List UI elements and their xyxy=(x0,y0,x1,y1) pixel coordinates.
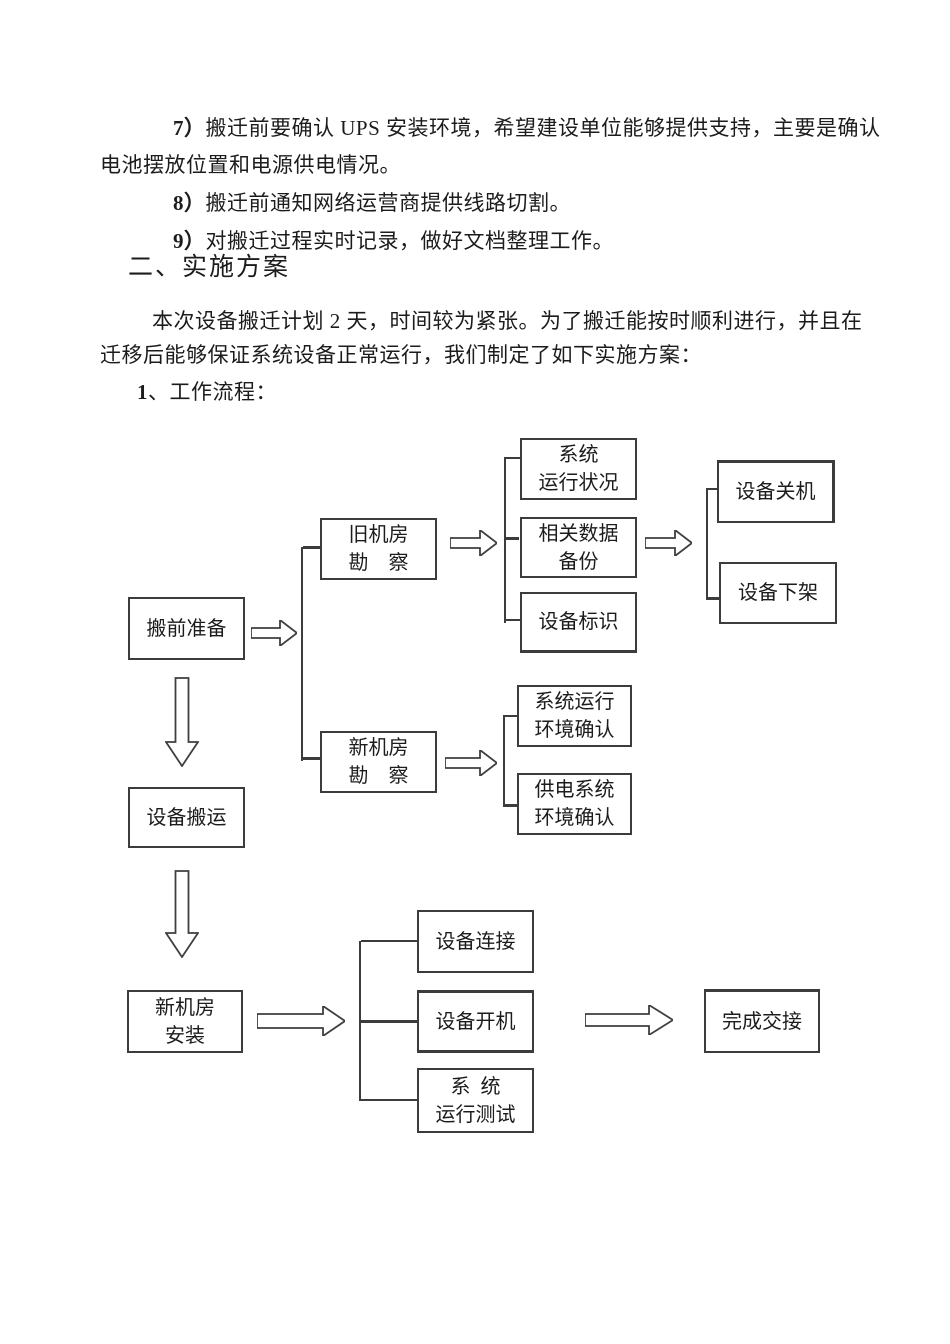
bracket-install-tasks-middle-stub xyxy=(361,1020,417,1023)
arrow-right-icon-old-room-to-tasks xyxy=(450,530,497,556)
section-heading: 二、实施方案 xyxy=(128,254,291,281)
flow-node-power-env-confirm-label-1: 供电系统 xyxy=(534,779,615,801)
arrow-right-icon-install-to-tasks xyxy=(257,1006,345,1036)
bracket-survey-top-stub xyxy=(303,546,320,549)
flow-node-device-connect: 设备连接 xyxy=(417,910,534,973)
list-item-8-text: 搬迁前通知网络运营商提供线路切割。 xyxy=(205,191,571,215)
subsection-number: 1 xyxy=(137,380,148,404)
list-item-7-text: 搬迁前要确认 UPS 安装环境，希望建设单位能够提供支持，主要是确认 xyxy=(205,116,881,140)
bracket-old-room-tasks-middle-stub xyxy=(506,537,519,540)
flow-node-system-status-label-1: 系统 xyxy=(558,444,599,466)
arrow-down-icon-transport-to-install xyxy=(165,870,199,958)
flow-node-survey-old-room-label-1: 旧机房 xyxy=(348,524,409,546)
flow-node-system-run-test: 系 统 运行测试 xyxy=(417,1068,534,1133)
flow-node-device-unrack: 设备下架 xyxy=(719,562,837,624)
flow-node-device-shutdown: 设备关机 xyxy=(717,460,835,523)
list-item-9-number: 9） xyxy=(173,229,206,253)
list-item-7-number: 7） xyxy=(173,116,206,140)
flow-node-new-room-install-label-1: 新机房 xyxy=(155,996,215,1019)
bracket-old-room-tasks-vertical-line xyxy=(504,457,506,623)
flow-node-system-status: 系统 运行状况 xyxy=(520,438,637,500)
flow-node-data-backup-label-2: 备份 xyxy=(558,550,599,573)
arrow-right-icon-prepare-to-survey xyxy=(251,620,297,646)
flow-node-device-unrack-label: 设备下架 xyxy=(738,582,818,604)
flow-node-power-env-confirm: 供电系统 环境确认 xyxy=(517,773,632,835)
flow-node-handover-complete: 完成交接 xyxy=(704,989,820,1053)
bracket-shutdown-unrack-top-stub xyxy=(708,488,717,490)
arrow-right-icon-to-handover xyxy=(585,1005,673,1035)
list-item-9: 9）对搬迁过程实时记录，做好文档整理工作。 xyxy=(173,229,614,254)
flow-node-device-labeling: 设备标识 xyxy=(520,592,637,653)
flow-node-survey-old-room: 旧机房 勘 察 xyxy=(320,518,437,580)
flow-node-data-backup-label-1: 相关数据 xyxy=(538,522,619,545)
flow-node-device-shutdown-label: 设备关机 xyxy=(735,481,816,503)
flow-node-system-env-confirm: 系统运行 环境确认 xyxy=(517,685,632,747)
flow-node-survey-new-room: 新机房 勘 察 xyxy=(320,731,437,793)
bracket-shutdown-unrack-bottom-stub xyxy=(708,597,719,600)
bracket-new-room-tasks-bottom-stub xyxy=(505,804,517,807)
flow-node-system-env-confirm-label-1: 系统运行 xyxy=(534,691,615,713)
flow-node-system-run-test-label-1: 系 统 xyxy=(450,1075,501,1098)
arrow-right-icon-tasks-to-shutdown xyxy=(645,530,692,556)
flow-node-survey-new-room-label-2: 勘 察 xyxy=(348,765,409,787)
flow-node-device-power-on-label: 设备开机 xyxy=(435,1010,516,1033)
flow-node-handover-complete-label: 完成交接 xyxy=(722,1010,802,1033)
flow-node-system-status-label-2: 运行状况 xyxy=(538,472,619,494)
flow-node-device-connect-label: 设备连接 xyxy=(435,930,516,953)
flow-node-prepare-label: 搬前准备 xyxy=(146,617,227,640)
subsection-text: 、工作流程： xyxy=(148,380,277,404)
intro-paragraph-line-1: 本次设备搬迁计划 2 天，时间较为紧张。为了搬迁能按时顺利进行，并且在 xyxy=(152,309,863,333)
flow-node-new-room-install: 新机房 安装 xyxy=(127,990,243,1053)
list-item-7-line-1: 7）搬迁前要确认 UPS 安装环境，希望建设单位能够提供支持，主要是确认 xyxy=(173,116,881,141)
flow-node-system-run-test-label-2: 运行测试 xyxy=(435,1103,516,1126)
bracket-survey-bottom-stub xyxy=(303,757,320,760)
flow-node-prepare: 搬前准备 xyxy=(128,597,245,660)
bracket-new-room-tasks-top-stub xyxy=(505,715,517,717)
flow-node-data-backup: 相关数据 备份 xyxy=(520,517,637,578)
bracket-survey-vertical-line xyxy=(301,547,303,761)
flow-node-device-transport-label: 设备搬运 xyxy=(146,806,227,829)
list-item-9-text: 对搬迁过程实时记录，做好文档整理工作。 xyxy=(205,229,614,253)
bracket-install-tasks-vertical-line xyxy=(359,941,361,1101)
bracket-shutdown-unrack-vertical-line xyxy=(706,488,708,600)
flow-node-survey-old-room-label-2: 勘 察 xyxy=(348,552,409,574)
flow-node-device-transport: 设备搬运 xyxy=(128,787,245,848)
flow-node-power-env-confirm-label-2: 环境确认 xyxy=(534,807,615,829)
subsection-heading: 1、工作流程： xyxy=(137,380,277,405)
intro-paragraph-line-2: 迁移后能够保证系统设备正常运行，我们制定了如下实施方案： xyxy=(100,343,702,367)
flow-node-device-labeling-label: 设备标识 xyxy=(538,611,619,633)
list-item-8: 8）搬迁前通知网络运营商提供线路切割。 xyxy=(173,191,571,216)
bracket-install-tasks-bottom-stub xyxy=(361,1099,417,1101)
list-item-7-line-2: 电池摆放位置和电源供电情况。 xyxy=(100,153,401,177)
arrow-down-icon-prepare-to-transport xyxy=(165,677,199,767)
bracket-old-room-tasks-top-stub xyxy=(506,457,520,459)
flow-node-system-env-confirm-label-2: 环境确认 xyxy=(534,719,615,741)
flow-node-survey-new-room-label-1: 新机房 xyxy=(348,737,409,759)
bracket-install-tasks-top-stub xyxy=(361,940,417,942)
bracket-old-room-tasks-bottom-stub xyxy=(506,619,520,621)
list-item-8-number: 8） xyxy=(173,191,206,215)
flow-node-device-power-on: 设备开机 xyxy=(417,990,534,1053)
bracket-new-room-tasks-vertical-line xyxy=(503,715,505,807)
flow-node-new-room-install-label-2: 安装 xyxy=(165,1024,205,1047)
arrow-right-icon-new-room-to-tasks xyxy=(445,750,497,776)
